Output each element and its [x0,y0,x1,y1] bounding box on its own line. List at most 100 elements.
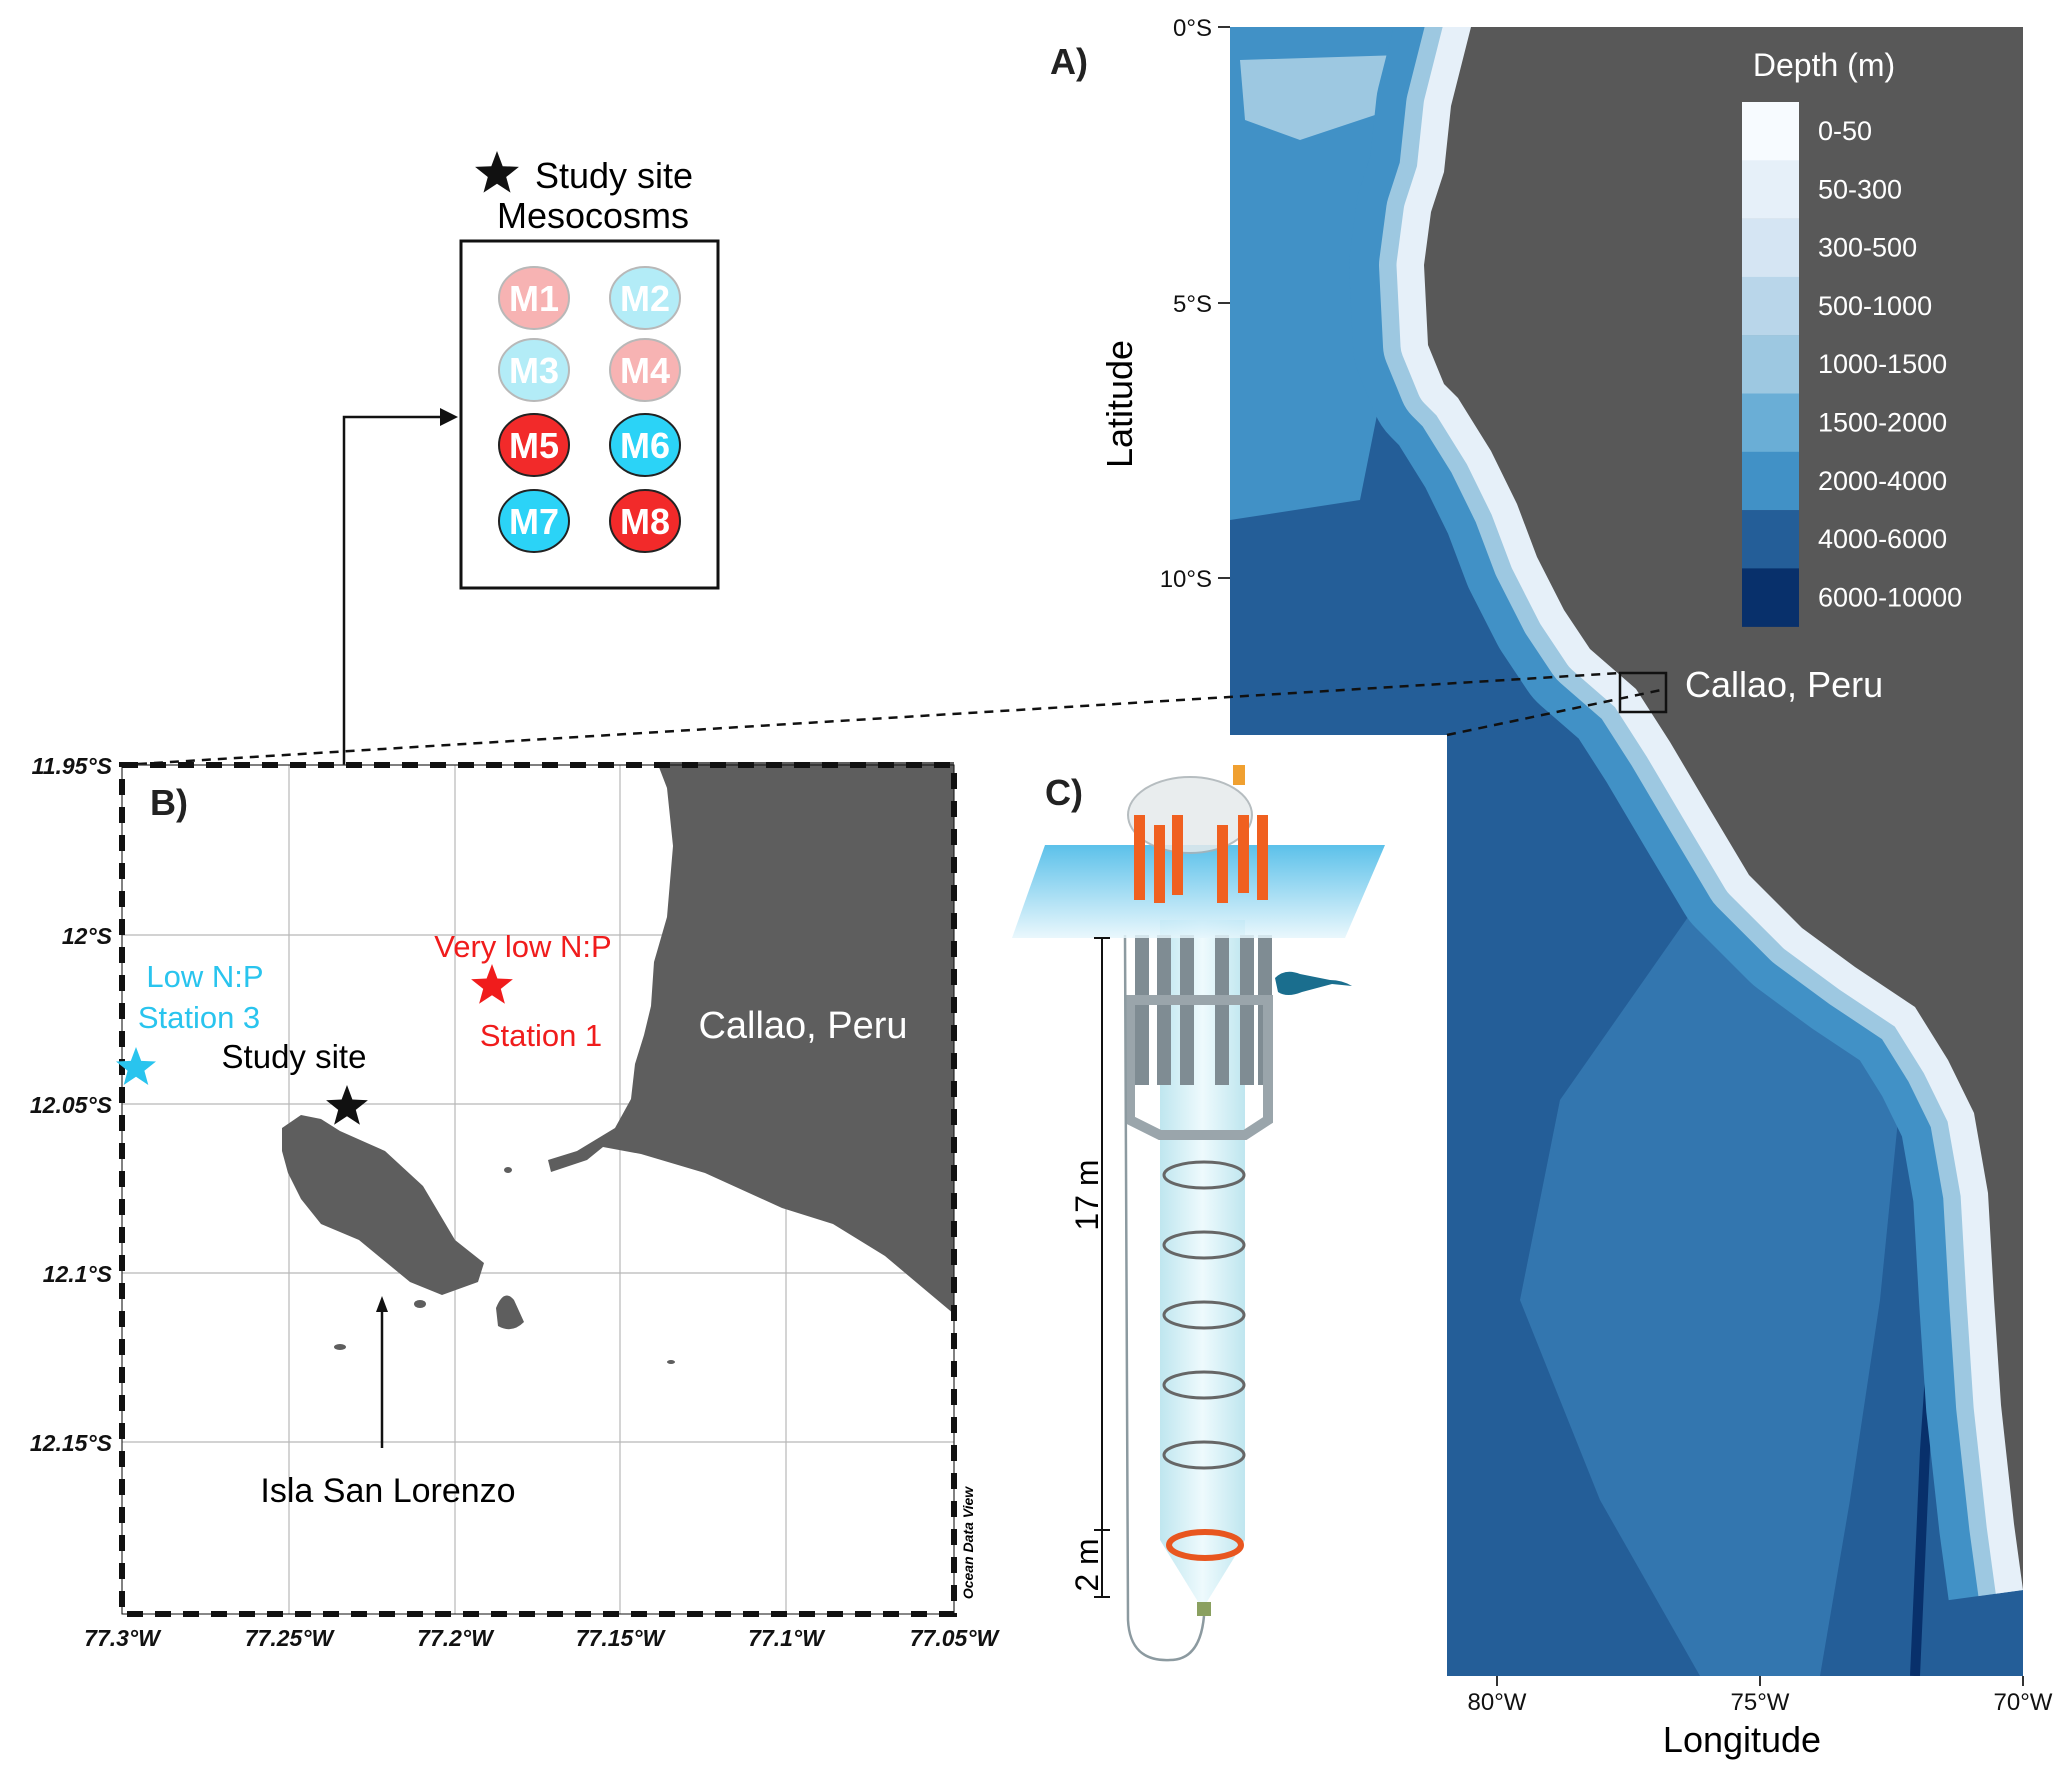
sediment-trap [1197,1602,1211,1616]
sampling-hose [1123,934,1206,1662]
legend-swatch [1742,160,1799,219]
arrowhead-icon [376,1296,388,1312]
sensor-buoy [1233,765,1245,785]
mesocosm-label: M6 [620,425,670,466]
legend-label: 6000-10000 [1818,582,1962,612]
legend-label: 4000-6000 [1818,524,1947,554]
orange-floats [1134,815,1268,903]
mesocosm-label: M8 [620,501,670,542]
station-1-np: Very low N:P [434,929,611,964]
lon-tick: 77.15°W [576,1625,667,1651]
ring [1162,1440,1246,1470]
mesocosm-bag [1160,920,1245,1605]
mesocosm-m3 [498,338,570,402]
legend-swatch [1742,393,1799,452]
mesocosm-label: M4 [620,350,670,391]
weight-ring [1166,1529,1244,1561]
callao-city-label: Callao, Peru [698,1005,907,1047]
lat-tick: 12°S [62,923,113,949]
bag-rings [1162,1160,1246,1470]
study-site-star-icon [326,1085,368,1125]
station-1-label: Station 1 [480,1018,602,1053]
mesocosms-title: Mesocosms [497,195,689,236]
mesocosm-m4 [609,338,681,402]
legend-swatch [1742,510,1799,569]
islet [667,1360,675,1364]
mesocosm-m2 [609,266,681,330]
arrowhead-icon [440,408,458,426]
mesocosm-m1 [498,266,570,330]
mesocosm-label: M5 [509,425,559,466]
shallow-patch [1240,55,1400,140]
ring [1162,1160,1246,1190]
zoom-connector [121,671,1621,767]
station-3-star-icon [116,1047,156,1085]
lat-tick: 12.1°S [43,1261,113,1287]
ocean-data-view-credit: Ocean Data View [960,1486,976,1599]
mesocosm-m8 [609,489,681,553]
panel-c-label: C) [1045,772,1083,813]
panel-b-map: B) 11.95°S 12°S 12.05°S 12.1°S 12.15°S 77.3°… [30,753,1001,1651]
lat-tick: 0°S [1173,15,1212,42]
mesocosm-m6 [609,413,681,477]
legend-label: 1500-2000 [1818,408,1947,438]
lon-tick: 80°W [1468,1689,1527,1716]
lat-tick: 12.15°S [30,1430,113,1456]
mesocosm-m5 [498,413,570,477]
station-1-star-icon [471,964,513,1004]
islet [414,1300,426,1308]
ring [1162,1300,1246,1330]
x-axis-label: Longitude [1663,1719,1821,1760]
depth-legend: Depth (m) 0-5050-300300-500500-10001000-… [1742,47,1962,627]
legend-label: 1000-1500 [1818,349,1947,379]
zoom-connector [1446,687,1667,737]
legend-swatch [1742,451,1799,511]
station-3-np: Low N:P [146,959,263,994]
depth-2m-label: 2 m [1069,1538,1105,1591]
legend-title: Depth (m) [1753,47,1895,83]
diver-icon [1275,971,1352,995]
mesocosm-label: M7 [509,501,559,542]
panel-c-mesocosm-diagram: C) 17 m [1012,765,1385,1662]
legend-label: 2000-4000 [1818,466,1947,496]
lat-tick: 11.95°S [32,753,113,779]
mesocosm-label: M1 [509,278,559,319]
callao-land [548,762,954,1314]
panel-a-map: 0°S 5°S 10°S 80°W 75°W 70°W Longitude La… [1050,15,2053,1760]
mesocosm-m7 [498,489,570,553]
legend-label: 300-500 [1818,233,1917,263]
dome-cover [1127,776,1253,854]
mesocosm-label: M2 [620,278,670,319]
south-america-land [1424,27,2023,1590]
legend-swatch [1742,102,1799,161]
y-axis-label: Latitude [1099,340,1140,468]
legend-swatch [1742,335,1799,394]
lat-tick: 12.05°S [30,1092,113,1118]
ring [1162,1230,1246,1260]
legend-swatch [1742,218,1799,278]
flotation-frame [1125,935,1273,1140]
islet [504,1167,512,1173]
lon-tick: 77.25°W [245,1625,336,1651]
legend-swatch [1742,568,1799,627]
star-icon [475,151,519,193]
ring [1162,1370,1246,1400]
study-site-legend: Study site [535,155,693,196]
lon-tick: 77.3°W [84,1625,162,1651]
legend-label: 500-1000 [1818,291,1932,321]
lat-tick: 5°S [1173,291,1212,318]
islet [496,1295,524,1330]
legend-label: 50-300 [1818,174,1902,204]
callao-inset-box [1618,671,1668,714]
lon-tick: 75°W [1731,1689,1790,1716]
panel-b-label: B) [150,782,188,823]
study-site-label: Study site [222,1038,367,1075]
island-label: Isla San Lorenzo [260,1472,515,1510]
mesocosm-label: M3 [509,350,559,391]
lat-tick: 10°S [1160,566,1212,593]
lon-tick: 77.1°W [748,1625,826,1651]
lon-tick: 70°W [1994,1689,2053,1716]
lon-tick: 77.05°W [910,1625,1001,1651]
